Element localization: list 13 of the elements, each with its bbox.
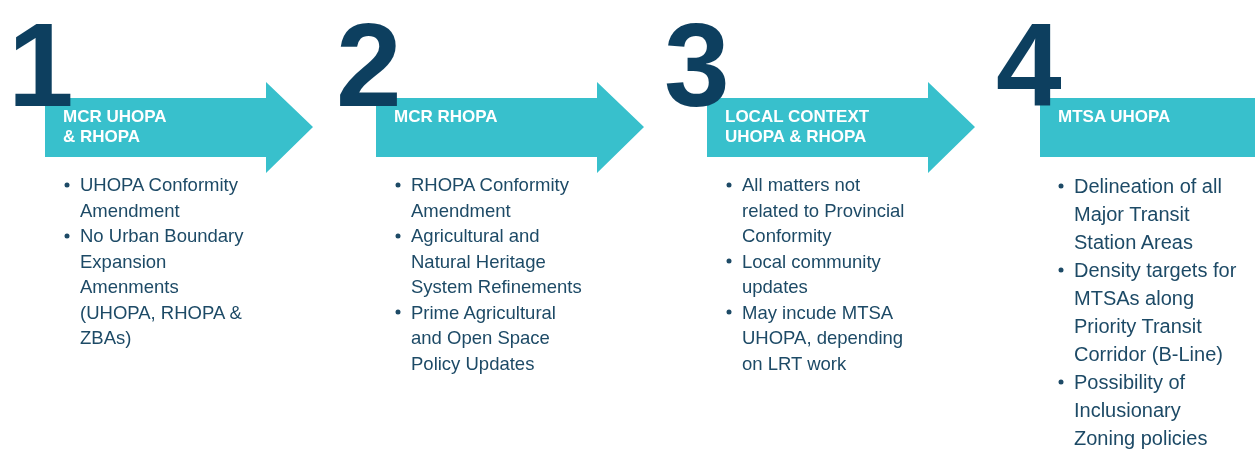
bullet-text: Local community updates — [742, 250, 881, 297]
step-title: MCR UHOPA & RHOPA — [63, 107, 167, 147]
bullet-text: Density targets for MTSAs along Priority Transit Corridor (B-Line) — [1074, 259, 1237, 365]
bullet-text: Prime Agricultural and Open Space Policy Updates — [411, 301, 556, 374]
bullet-text: No Urban Boundary Expansion Amenments (UHOPA, RHOPA & ZBAs) — [80, 225, 244, 348]
bullet-text: Possibility of Inclusionary Zoning policies — [1074, 371, 1208, 449]
bullet-text: Agricultural and Natural Heritage System Refinements — [411, 225, 582, 297]
bullet-text: All matters not related to Provincial Conformity — [742, 174, 905, 246]
step-title: MCR RHOPA — [394, 107, 499, 127]
bullet-text: May incude MTSA UHOPA, depending on LRT work — [742, 301, 904, 374]
bullet-text: Delineation of all Major Transit Station Areas — [1074, 175, 1222, 253]
bullet-text: RHOPA Conformity Amendment — [411, 174, 569, 221]
bullet-text: UHOPA Conformity Amendment — [80, 174, 238, 221]
